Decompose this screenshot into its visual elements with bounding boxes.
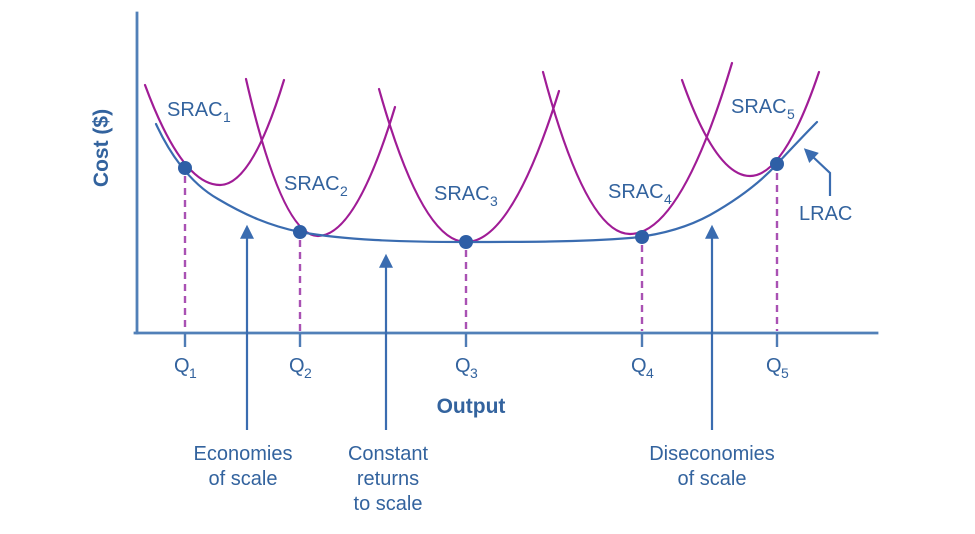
- constant-returns-label-line2: returns: [357, 468, 419, 490]
- srac5-curve: [680, 70, 821, 178]
- diseconomies-label-line2: of scale: [678, 468, 747, 490]
- x-axis-title: Output: [437, 395, 506, 418]
- srac2-label-sub: 2: [340, 183, 348, 199]
- lrac-pointer-arrow: [803, 148, 832, 196]
- tangency-dot-q2: [293, 225, 307, 239]
- srac1-curve: [143, 78, 286, 187]
- q4-label: Q: [631, 355, 647, 377]
- constant-returns-label-line3: to scale: [354, 493, 423, 515]
- diseconomies-label-line1: Diseconomies: [649, 443, 775, 465]
- tangency-dot-q5: [770, 157, 784, 171]
- srac2-label: SRAC: [284, 173, 340, 195]
- srac3-label: SRAC: [434, 183, 490, 205]
- lrac-label: LRAC: [799, 203, 852, 225]
- q5-label: Q: [766, 355, 782, 377]
- srac3-curve: [377, 87, 561, 244]
- srac1-label: SRAC: [167, 99, 223, 121]
- q4-label-sub: 4: [646, 365, 654, 381]
- srac5-label: SRAC: [731, 96, 787, 118]
- y-axis-title: Cost ($): [90, 109, 113, 187]
- srac5-label-sub: 5: [787, 106, 795, 122]
- q1-label: Q: [174, 355, 190, 377]
- tangency-dot-q1: [178, 161, 192, 175]
- q5-label-sub: 5: [781, 365, 789, 381]
- constant-returns-label-line1: Constant: [348, 443, 428, 465]
- srac1-label-sub: 1: [223, 109, 231, 125]
- lrac-curve: [154, 120, 819, 244]
- q3-label: Q: [455, 355, 471, 377]
- srac3-label-sub: 3: [490, 193, 498, 209]
- srac4-label: SRAC: [608, 181, 664, 203]
- tangency-dot-q4: [635, 230, 649, 244]
- tangency-dot-q3: [459, 235, 473, 249]
- economies-label-line1: Economies: [194, 443, 293, 465]
- srac4-label-sub: 4: [664, 191, 672, 207]
- srac4-curve: [541, 61, 734, 236]
- q3-label-sub: 3: [470, 365, 478, 381]
- economies-label-line2: of scale: [209, 468, 278, 490]
- q1-label-sub: 1: [189, 365, 197, 381]
- q2-label: Q: [289, 355, 305, 377]
- srac2-curve: [244, 77, 397, 238]
- q2-label-sub: 2: [304, 365, 312, 381]
